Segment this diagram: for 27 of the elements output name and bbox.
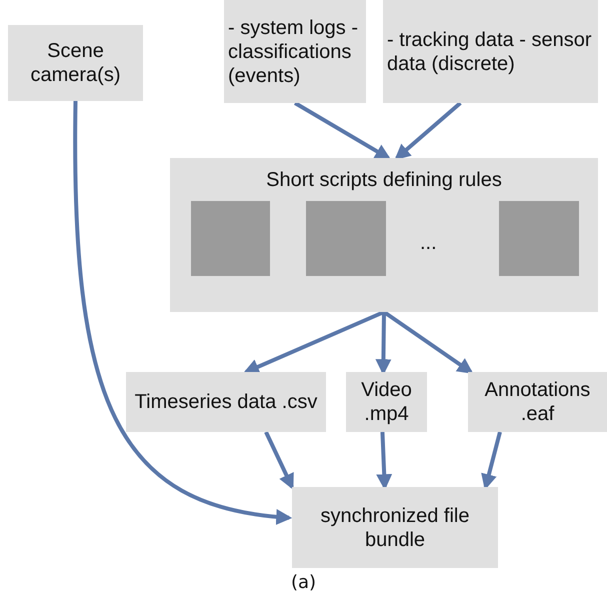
ellipsis-text: ... [420, 232, 437, 255]
process-box [8, 25, 143, 101]
arrow [294, 101, 392, 160]
node-text: synchronized file bundle [320, 504, 470, 552]
process-box [468, 372, 607, 432]
rule-script-box [191, 201, 270, 276]
caption: (a) [290, 572, 318, 593]
rule-script-box [499, 201, 579, 276]
process-box [292, 487, 498, 568]
node-text: Scene camera(s) [29, 39, 122, 87]
arrow [73, 101, 292, 524]
process-box [346, 372, 427, 432]
arrow [243, 310, 385, 374]
arrow [394, 101, 462, 160]
arrow [264, 431, 294, 490]
node-text: - tracking data - sensor data (discrete) [387, 28, 593, 76]
container-box [170, 158, 598, 312]
node-text: Video .mp4 [360, 378, 413, 426]
node-text: - system logs - classifications (events) [228, 16, 360, 88]
node-text: Annotations .eaf [484, 378, 592, 426]
node-text: Short scripts defining rules [266, 168, 502, 192]
process-box [383, 0, 598, 103]
process-box [126, 372, 326, 432]
rule-script-box [306, 201, 386, 276]
process-box [224, 0, 366, 103]
arrow [382, 310, 474, 374]
node-text: Timeseries data .csv [134, 390, 318, 414]
